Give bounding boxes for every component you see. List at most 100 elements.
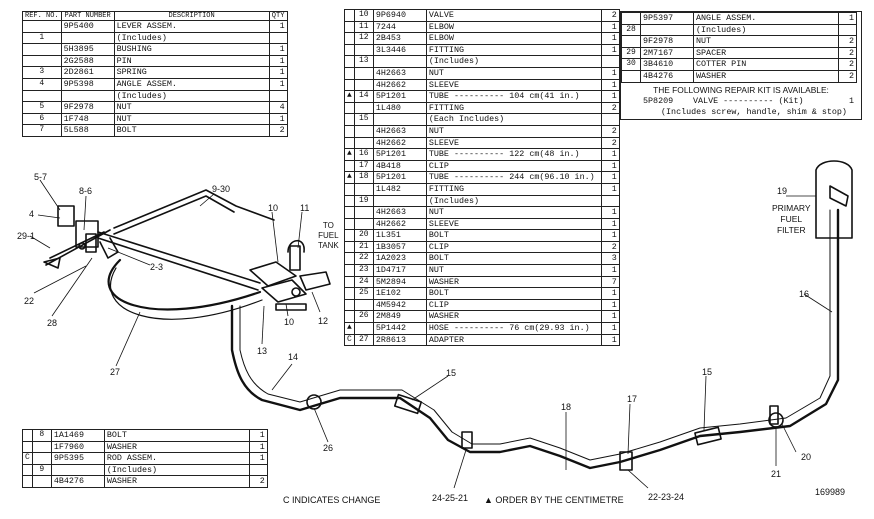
- table-row: (Includes): [22, 89, 288, 103]
- cell-mark: ▲: [344, 171, 355, 184]
- repair-kit-note: THE FOLLOWING REPAIR KIT IS AVAILABLE:: [653, 84, 829, 95]
- cell-qty: 1: [600, 333, 620, 347]
- cell-ref: 16: [353, 148, 374, 161]
- table-row: 13(Includes): [344, 55, 620, 68]
- cell-part-number: [640, 23, 694, 37]
- cell-description: NUT: [113, 101, 270, 114]
- callout-14: 14: [288, 352, 299, 362]
- to-fuel-tank-line-3: TANK: [318, 241, 339, 250]
- cell-ref: 11: [353, 20, 374, 34]
- cell-part-number: 4H2663: [372, 66, 427, 80]
- cell-description: ANGLE ASSEM.: [113, 77, 270, 91]
- cell-ref: 1: [22, 31, 62, 45]
- cell-description: (Includes): [425, 194, 602, 208]
- cell-qty: 1: [600, 90, 620, 103]
- cell-description: ANGLE ASSEM.: [693, 12, 839, 25]
- cell-qty: [268, 31, 288, 45]
- cell-qty: 1: [248, 429, 268, 442]
- header-description: DESCRIPTION: [113, 11, 270, 21]
- to-fuel-tank-label: TO FUEL TANK: [318, 221, 339, 251]
- cell-description: (Each Includes): [425, 113, 602, 126]
- cell-description: ADAPTER: [425, 333, 602, 347]
- filter-line-2: FUEL: [780, 214, 803, 224]
- cell-ref: 22: [353, 252, 374, 266]
- cell-ref: 28: [621, 23, 641, 37]
- cell-ref: 5: [22, 101, 62, 114]
- cell-description: CLIP: [425, 298, 602, 312]
- cell-qty: 1: [248, 440, 268, 454]
- cell-mark: [344, 101, 355, 115]
- cell-qty: 1: [600, 206, 620, 219]
- callout-10-bottom: 10: [284, 317, 295, 327]
- cell-part-number: 1B3057: [372, 240, 427, 254]
- cell-description: NUT: [425, 264, 602, 277]
- lever-assembly: [43, 205, 261, 291]
- cell-ref: [353, 78, 374, 92]
- cell-description: BOLT: [425, 287, 602, 300]
- kit-description: VALVE ---------- (Kit): [693, 96, 804, 107]
- cell-ref: 8: [31, 429, 52, 442]
- cell-description: VALVE: [425, 9, 602, 22]
- callout-10-top: 10: [268, 203, 279, 213]
- hose: [107, 258, 262, 311]
- cell-qty: 1: [268, 43, 288, 56]
- cell-part-number: 9F2978: [640, 35, 694, 48]
- cell-description: CLIP: [425, 159, 602, 173]
- cell-mark: [344, 66, 355, 80]
- cell-part-number: [60, 31, 115, 45]
- cell-part-number: [372, 194, 427, 208]
- cell-qty: 2: [838, 69, 857, 83]
- cell-qty: 1: [600, 264, 620, 277]
- table-row: 1(Includes): [22, 31, 288, 45]
- cell-part-number: 1F748: [60, 112, 115, 126]
- cell-qty: 1: [600, 78, 620, 92]
- cell-part-number: 4B418: [372, 159, 427, 173]
- cell-part-number: 1A1469: [50, 429, 105, 442]
- cell-description: NUT: [113, 112, 270, 126]
- cell-qty: 2: [600, 124, 620, 138]
- cell-ref: 6: [22, 112, 62, 126]
- cell-part-number: 4H2663: [372, 206, 427, 219]
- cell-part-number: 3B4610: [640, 58, 694, 71]
- cell-mark: [344, 252, 355, 266]
- cell-part-number: 1E102: [372, 287, 427, 300]
- callout-22: 22: [24, 296, 35, 306]
- cell-ref: 20: [353, 229, 374, 242]
- cell-ref: 30: [621, 58, 641, 71]
- cell-ref: 12: [353, 32, 374, 45]
- cell-qty: 4: [268, 101, 288, 114]
- cell-part-number: [60, 89, 115, 103]
- cell-ref: 14: [353, 90, 374, 103]
- cell-qty: 1: [248, 452, 268, 465]
- cell-description: PIN: [113, 54, 270, 68]
- cell-qty: 2: [838, 46, 857, 60]
- cell-description: SPRING: [113, 66, 270, 79]
- cell-mark: [344, 43, 355, 57]
- order-note: ▲ ORDER BY THE CENTIMETRE: [484, 495, 624, 505]
- callout-8-6: 8-6: [79, 186, 93, 196]
- callout-12: 12: [318, 316, 329, 326]
- cell-qty: 1: [600, 298, 620, 312]
- cell-part-number: 5P1201: [372, 148, 427, 161]
- cell-part-number: 4H2663: [372, 124, 427, 138]
- kit-qty: 1: [849, 96, 855, 107]
- cell-qty: 2: [600, 101, 620, 115]
- cell-ref: 25: [353, 287, 374, 300]
